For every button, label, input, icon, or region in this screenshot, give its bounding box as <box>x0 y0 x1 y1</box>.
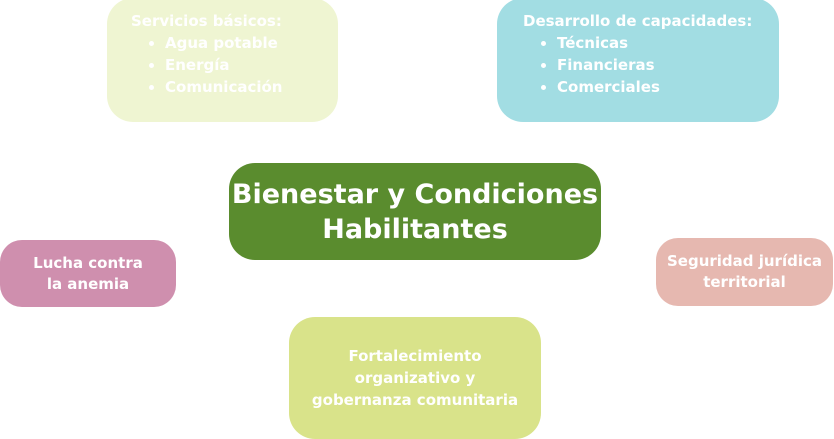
seguridad-line2: territorial <box>703 273 786 291</box>
center-title-line1: Bienestar y Condiciones <box>231 178 599 210</box>
center-box: Bienestar y Condiciones Habilitantes <box>229 163 601 260</box>
list-item: Agua potable <box>165 32 338 54</box>
list-item: Financieras <box>557 54 779 76</box>
desarrollo-capacidades-box: Desarrollo de capacidades: Técnicas Fina… <box>497 0 779 122</box>
fortalecimiento-box: Fortalecimiento organizativo y gobernanz… <box>289 317 541 439</box>
capacidades-title: Desarrollo de capacidades: <box>523 12 753 30</box>
seguridad-box: Seguridad jurídica territorial <box>656 238 833 306</box>
servicios-basicos-box: Servicios básicos: Agua potable Energía … <box>107 0 338 122</box>
list-item: Comerciales <box>557 76 779 98</box>
fortalecimiento-line2: organizativo y <box>354 369 476 387</box>
fortalecimiento-line3: gobernanza comunitaria <box>311 391 519 409</box>
list-item: Comunicación <box>165 76 338 98</box>
center-title-line2: Habilitantes <box>322 213 508 245</box>
seguridad-line1: Seguridad jurídica <box>666 252 822 270</box>
fortalecimiento-line1: Fortalecimiento <box>348 347 482 365</box>
anemia-line2: la anemia <box>46 274 130 293</box>
list-item: Energía <box>165 54 338 76</box>
anemia-box: Lucha contra la anemia <box>0 240 176 307</box>
servicios-title: Servicios básicos: <box>131 12 282 30</box>
list-item: Técnicas <box>557 32 779 54</box>
anemia-line1: Lucha contra <box>33 253 143 272</box>
